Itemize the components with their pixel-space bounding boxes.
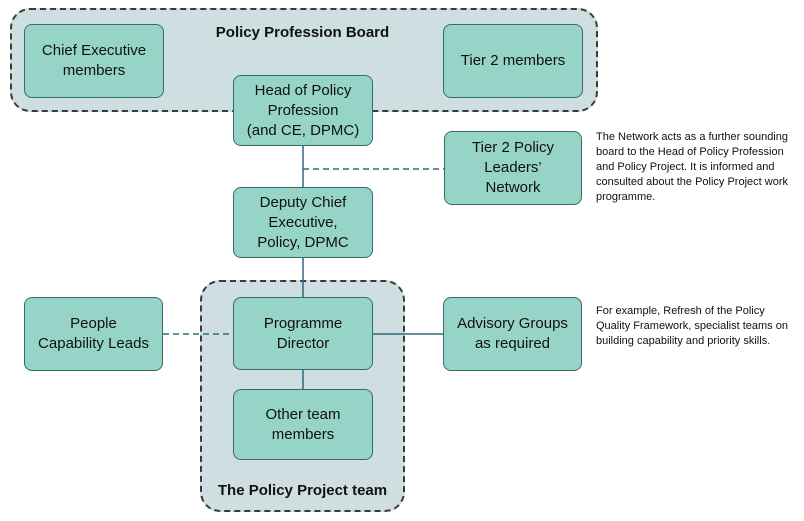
deputy-chief-executive-node: Deputy Chief Executive, Policy, DPMC <box>233 187 373 258</box>
policy-profession-board-title: Policy Profession Board <box>215 24 390 41</box>
advisory-note: For example, Refresh of the Policy Quali… <box>596 305 788 347</box>
network-note: The Network acts as a further sounding b… <box>596 131 788 203</box>
other-team-members-node: Other team members <box>233 389 373 460</box>
advisory-groups-node: Advisory Groups as required <box>443 297 582 371</box>
programme-director-node: Programme Director <box>233 297 373 370</box>
chief-executive-members-node: Chief Executive members <box>24 24 164 98</box>
tier-2-policy-leaders-network-node: Tier 2 Policy Leaders’ Network <box>444 131 582 205</box>
head-of-policy-profession-node: Head of Policy Profession (and CE, DPMC) <box>233 75 373 146</box>
policy-project-team-title: The Policy Project team <box>217 482 388 499</box>
tier-2-members-node: Tier 2 members <box>443 24 583 98</box>
people-capability-leads-node: People Capability Leads <box>24 297 163 371</box>
